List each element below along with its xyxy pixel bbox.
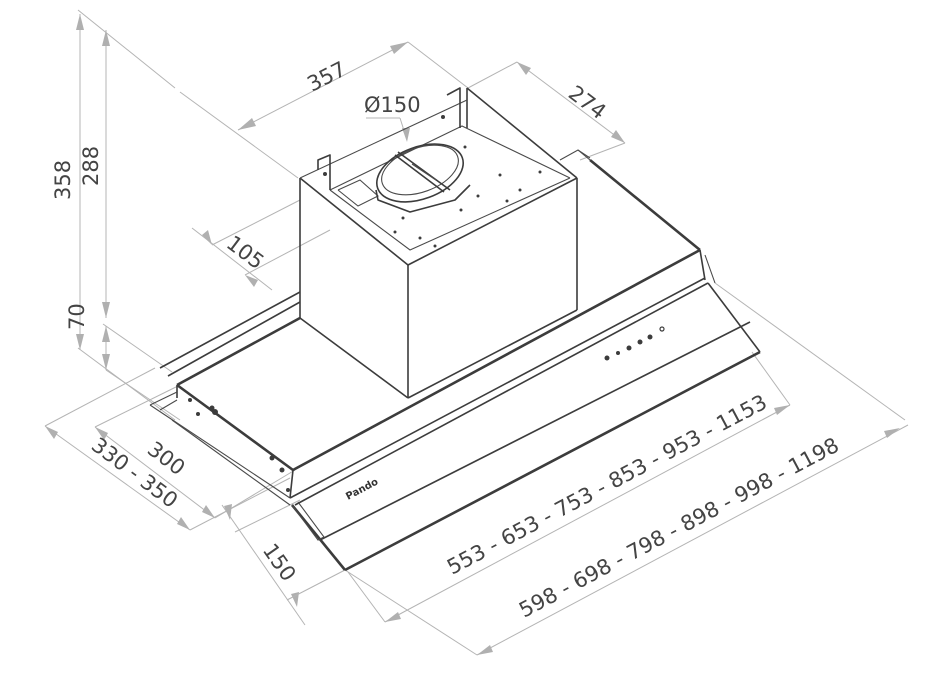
dim-chimney-depth: 274	[564, 81, 610, 124]
dimension-labels: 358 288 70 357 274 Ø150 105 300 330 - 35…	[51, 57, 843, 623]
dim-chimney-offset: 105	[222, 231, 268, 274]
hood-body: Pando	[149, 149, 761, 572]
control-buttons	[604, 326, 665, 361]
dim-chimney-height: 288	[79, 146, 103, 186]
dim-chimney-width: 357	[303, 57, 350, 97]
dim-outlet-diameter: Ø150	[364, 93, 421, 117]
dim-outer-width-options: 598 - 698 - 798 - 898 - 998 - 1198	[515, 433, 843, 622]
dimension-lines	[44, 9, 909, 656]
chimney	[299, 87, 578, 399]
dim-body-height: 70	[65, 303, 89, 330]
dim-inner-width-options: 553 - 653 - 753 - 853 - 953 - 1153	[443, 390, 771, 579]
brand-logo: Pando	[344, 476, 380, 502]
dim-extension-depth: 150	[258, 539, 301, 586]
dim-total-height: 358	[51, 160, 75, 200]
